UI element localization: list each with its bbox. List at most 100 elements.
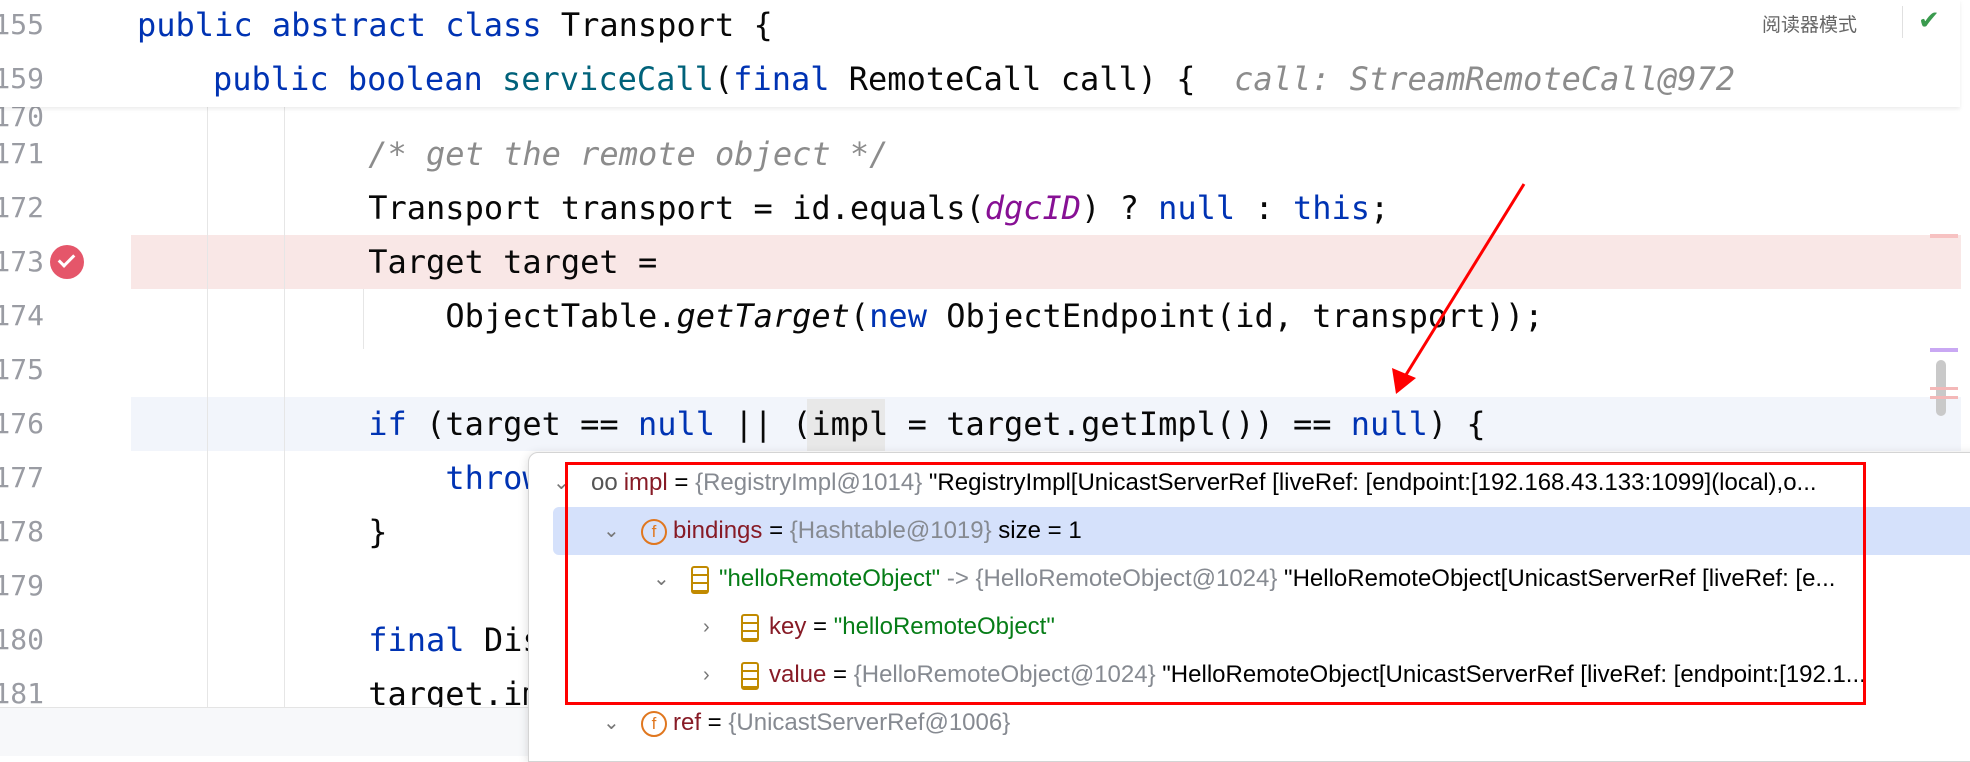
code-line[interactable]: /* get the remote object */ (368, 127, 888, 181)
line-number[interactable]: 177 (0, 461, 44, 494)
line-number[interactable]: 178 (0, 515, 44, 548)
line-number[interactable]: 159 (0, 62, 44, 95)
chevron-right-icon[interactable]: › (703, 664, 710, 686)
code-token: if (368, 405, 427, 443)
variable-name: ref (673, 709, 702, 736)
map-entry-icon (741, 613, 759, 642)
code-token: || (impl = target.getImpl()) == (715, 405, 1351, 443)
variable-value: "helloRemoteObject" (833, 613, 1055, 640)
error-stripe-marker (1930, 234, 1958, 238)
line-number[interactable]: 179 (0, 569, 44, 602)
code-token: new (869, 297, 947, 335)
code-token: ) ? (1081, 189, 1159, 227)
variable-name: impl (623, 469, 668, 496)
indent-guide (207, 107, 208, 707)
code-line[interactable]: public boolean serviceCall(final RemoteC… (213, 52, 1735, 106)
variable-name: key (769, 613, 807, 640)
code-line[interactable]: throw (445, 451, 541, 505)
chevron-right-icon[interactable]: › (703, 616, 710, 638)
code-token: this (1292, 189, 1371, 227)
variable-type: {RegistryImpl@1014} (695, 469, 923, 496)
line-number[interactable]: 155 (0, 8, 44, 41)
code-token: /* get the remote object */ (368, 135, 889, 173)
field-icon: f (641, 710, 667, 737)
current-line-highlight (131, 397, 1961, 451)
code-token: ( (713, 60, 734, 98)
line-number[interactable]: 180 (0, 623, 44, 656)
code-token: getTarget (676, 297, 850, 335)
impl-usage-highlight (807, 399, 885, 451)
debug-tree-row[interactable]: ›key = "helloRemoteObject" (529, 603, 1970, 651)
code-token: null (637, 405, 716, 443)
variable-value: "HelloRemoteObject[UnicastServerRef [liv… (1162, 661, 1866, 688)
indent-guide (284, 107, 285, 707)
chevron-down-icon[interactable]: ⌄ (653, 568, 670, 590)
entry-key: "helloRemoteObject" (719, 565, 941, 592)
line-number[interactable]: 172 (0, 191, 44, 224)
code-token: throw (445, 459, 542, 497)
code-token: Transport { (560, 6, 773, 44)
code-token: ObjectTable. (445, 297, 677, 335)
debug-tree-row[interactable]: ›value = {HelloRemoteObject@1024} "Hello… (529, 651, 1970, 699)
variable-name: bindings (673, 517, 763, 544)
code-token: } (368, 513, 388, 551)
watch-glasses-icon: oo (591, 469, 618, 496)
code-line[interactable]: target.im (368, 667, 541, 721)
line-number[interactable]: 175 (0, 353, 44, 386)
code-token: serviceCall (501, 60, 714, 98)
line-number[interactable]: 174 (0, 299, 44, 332)
code-line[interactable]: } (368, 505, 387, 559)
line-number[interactable]: 170 (0, 107, 44, 127)
code-line[interactable]: Target target = (368, 235, 657, 289)
variable-value: "RegistryImpl[UnicastServerRef [liveRef:… (928, 469, 1817, 496)
debug-tree-row[interactable]: ⌄"helloRemoteObject" -> {HelloRemoteObje… (529, 555, 1970, 603)
code-token: target.im (368, 675, 542, 713)
code-token: final (368, 621, 484, 659)
chevron-down-icon[interactable]: ⌄ (603, 520, 620, 542)
code-line[interactable]: if (target == null || (impl = target.get… (368, 397, 1485, 451)
code-token: RemoteCall call) { (848, 60, 1235, 98)
sticky-scope-header: 155 public abstract class Transport { 159 p… (0, 0, 1960, 107)
variable-type: {UnicastServerRef@1006} (728, 709, 1011, 736)
code-token: ( (849, 297, 870, 335)
code-token: ObjectEndpoint(id, transport)); (946, 297, 1544, 335)
code-token: (target == (426, 405, 638, 443)
code-token: null (1350, 405, 1428, 443)
line-number[interactable]: 173 (0, 245, 44, 278)
code-token: dgcID (984, 189, 1082, 227)
code-token: ) { (1427, 405, 1486, 443)
error-stripe-marker (1930, 396, 1958, 399)
code-line[interactable]: ObjectTable.getTarget(new ObjectEndpoint… (445, 289, 1543, 343)
map-entry-icon (741, 661, 759, 690)
variable-value: "HelloRemoteObject[UnicastServerRef [liv… (1284, 565, 1836, 592)
reader-mode-button[interactable]: 阅读器模式 (1762, 14, 1858, 36)
breakpoint-icon[interactable] (50, 245, 84, 279)
variable-type: {HelloRemoteObject@1024} (853, 661, 1156, 688)
inspection-ok-icon[interactable]: ✔ (1918, 6, 1940, 36)
code-token: ; (1370, 189, 1390, 227)
code-token: null (1158, 189, 1236, 227)
line-number[interactable]: 176 (0, 407, 44, 440)
indent-guide (363, 289, 364, 349)
line-number[interactable]: 171 (0, 137, 44, 170)
code-token: public boolean (213, 60, 502, 98)
code-token: : (1235, 189, 1293, 227)
error-stripe-marker (1930, 387, 1958, 390)
code-token: Target target = (368, 243, 658, 281)
code-line[interactable]: public abstract class Transport { (137, 0, 773, 52)
variable-type: {Hashtable@1019} (789, 517, 992, 544)
code-token: call: StreamRemoteCall@972 (1234, 60, 1735, 98)
line-number[interactable]: 181 (0, 677, 44, 710)
toolbar-divider (1902, 6, 1903, 38)
annotation-box (565, 462, 1866, 705)
field-icon: f (641, 518, 667, 545)
code-token: final (733, 60, 849, 98)
chevron-down-icon[interactable]: ⌄ (603, 712, 620, 734)
code-line[interactable]: Transport transport = id.equals(dgcID) ?… (368, 181, 1389, 235)
error-stripe-marker (1930, 348, 1958, 352)
